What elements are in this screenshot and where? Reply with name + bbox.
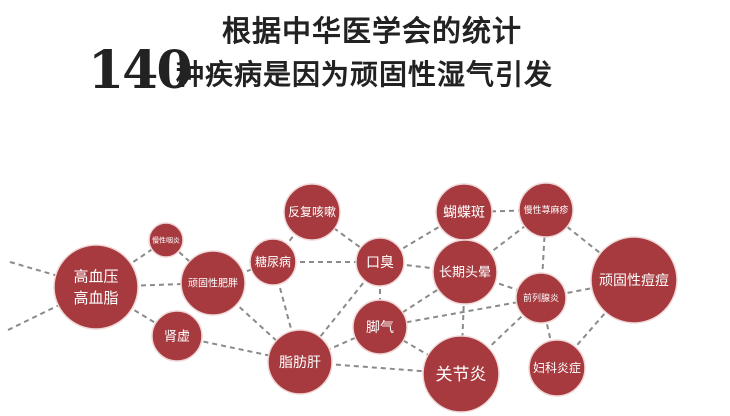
node-circle [249, 238, 297, 286]
title-line-2: 种疾病是因为顽固性湿气引发 [176, 58, 554, 91]
node-circle [422, 335, 500, 413]
node-label: 慢性咽炎 [152, 235, 180, 244]
node-circle [148, 222, 184, 258]
edge [95, 286, 178, 337]
edge [379, 326, 462, 375]
disease-node: 肾虚 [151, 310, 203, 362]
disease-node: 反复咳嗽 [283, 183, 341, 241]
disease-node: 脂肪肝 [267, 329, 333, 395]
node-label: 脚气 [366, 320, 394, 336]
node-label: 糖尿病 [255, 254, 291, 269]
node-label: 慢性荨麻疹 [523, 204, 568, 216]
node-label: 肾虚 [164, 330, 190, 345]
node-label: 妇科炎症 [533, 360, 581, 375]
node-label: 前列腺炎 [523, 292, 559, 304]
node-label: 长期头晕 [439, 266, 491, 281]
disease-node: 蝴蝶斑 [435, 183, 493, 241]
node-label: 高血压 [73, 267, 118, 285]
node-label: 脂肪肝 [279, 355, 321, 371]
node-circle [528, 339, 586, 397]
node-circle [53, 244, 139, 330]
node-label: 顽固性痘痘 [599, 273, 669, 289]
disease-node: 关节炎 [422, 335, 500, 413]
node-circle [151, 310, 203, 362]
disease-node: 糖尿病 [249, 238, 297, 286]
title-line-1: 根据中华医学会的统计 [222, 14, 523, 48]
node-circle [518, 182, 574, 238]
node-circle [352, 299, 408, 355]
disease-node: 口臭 [355, 237, 405, 287]
disease-node: 前列腺炎 [515, 272, 567, 324]
node-circle [515, 272, 567, 324]
node-label: 顽固性肥胖 [188, 277, 238, 290]
node-label: 关节炎 [436, 365, 487, 385]
edge [540, 279, 635, 299]
disease-node: 妇科炎症 [528, 339, 586, 397]
node-label: 反复咳嗽 [288, 205, 336, 219]
node-circle [180, 250, 246, 316]
node-label: 高血脂 [73, 289, 118, 307]
node-label: 口臭 [366, 255, 394, 271]
node-circle [432, 239, 498, 305]
node-circle [590, 236, 678, 324]
disease-node: 长期头晕 [432, 239, 498, 305]
disease-node: 慢性咽炎 [148, 222, 184, 258]
node-circle [283, 183, 341, 241]
title-number: 140 [88, 40, 193, 101]
disease-node: 顽固性痘痘 [590, 236, 678, 324]
node-circle [267, 329, 333, 395]
disease-node: 慢性荨麻疹 [518, 182, 574, 238]
node-circle [355, 237, 405, 287]
disease-node: 脚气 [352, 299, 408, 355]
node-label: 蝴蝶斑 [443, 205, 485, 221]
disease-node: 顽固性肥胖 [180, 250, 246, 316]
